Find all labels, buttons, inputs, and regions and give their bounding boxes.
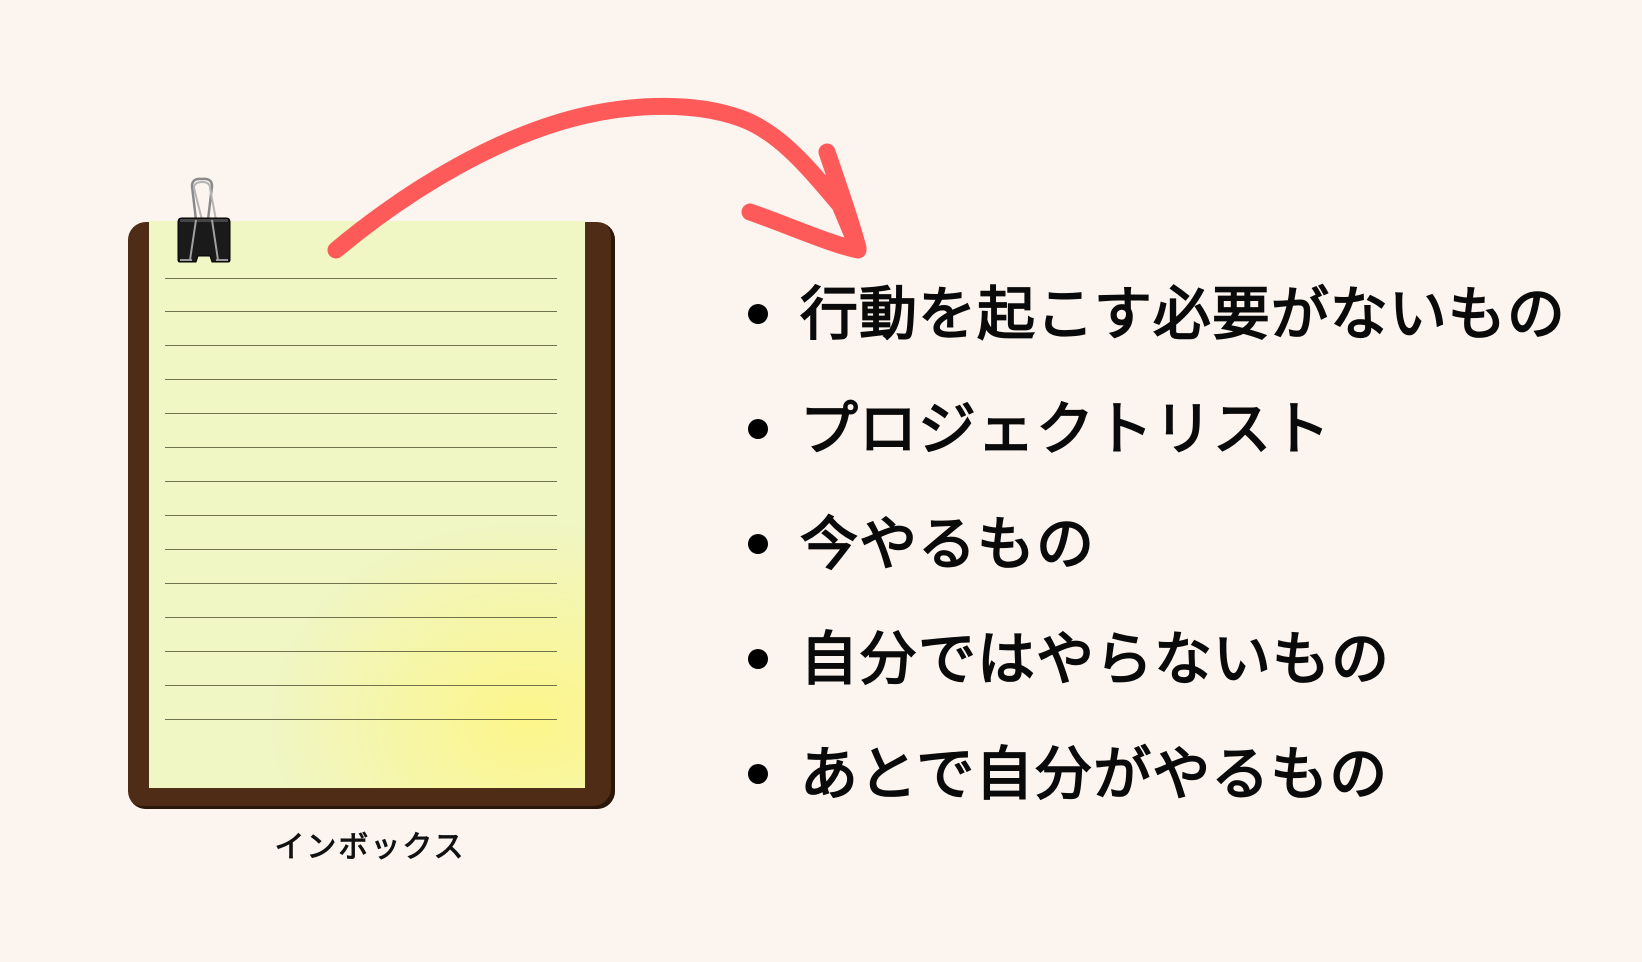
ruled-line [165,515,557,516]
ruled-line [165,549,557,550]
ruled-line [165,481,557,482]
bullet-icon [748,304,768,324]
ruled-line [165,413,557,414]
bullet-icon [748,419,768,439]
ruled-line [165,685,557,686]
list-item-label: プロジェクトリスト [800,395,1332,463]
ruled-line [165,617,557,618]
list-item: 自分ではやらないもの [748,627,1566,691]
list-item-label: 自分ではやらないもの [800,625,1391,693]
list-item-label: 今やるもの [800,510,1096,578]
bullet-icon [748,534,768,554]
ruled-line [165,447,557,448]
list-item: プロジェクトリスト [748,397,1566,461]
ruled-line [165,583,557,584]
ruled-line [165,345,557,346]
ruled-line [165,278,557,279]
ruled-line [165,311,557,312]
bullet-icon [748,649,768,669]
list-item: 今やるもの [748,512,1566,576]
ruled-line [165,379,557,380]
list-item-label: あとで自分がやるもの [800,740,1389,808]
list-item-label: 行動を起こす必要がないもの [800,280,1566,348]
inbox-paper [149,221,585,788]
ruled-line [165,651,557,652]
ruled-line [165,719,557,720]
list-item: 行動を起こす必要がないもの [748,282,1566,346]
list-item: あとで自分がやるもの [748,742,1566,806]
inbox-caption: インボックス [274,830,466,865]
destination-list: 行動を起こす必要がないもの プロジェクトリスト 今やるもの 自分ではやらないもの… [748,282,1566,857]
bullet-icon [748,764,768,784]
binder-clip-icon [177,177,231,263]
